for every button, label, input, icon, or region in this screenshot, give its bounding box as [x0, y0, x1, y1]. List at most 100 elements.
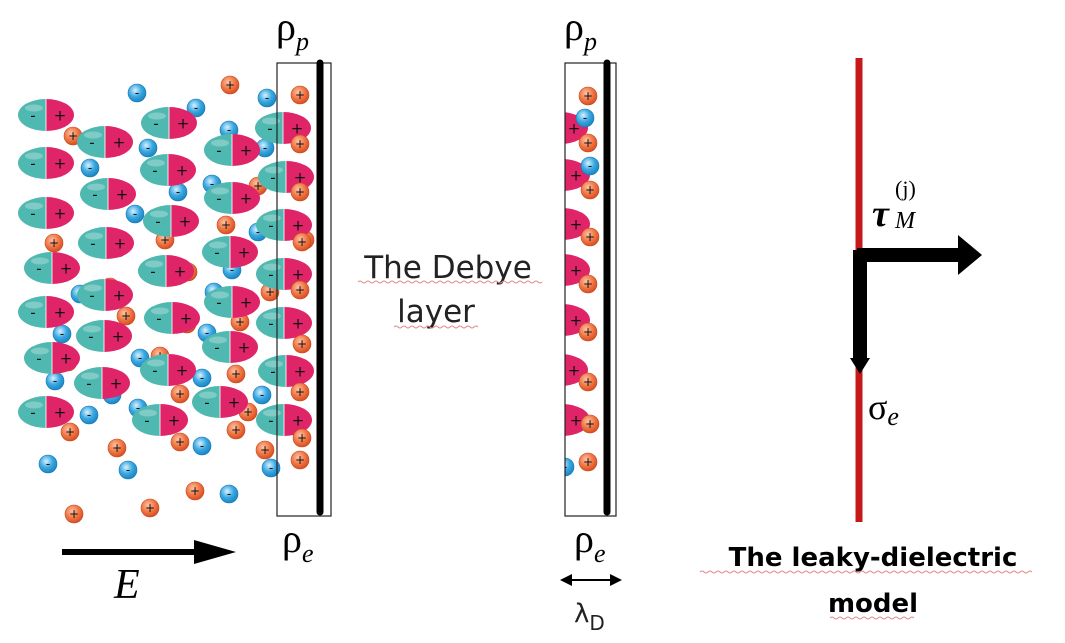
dipole: -+	[24, 252, 80, 284]
cation: +	[116, 306, 136, 326]
cation: +	[185, 481, 205, 501]
anion: -	[186, 98, 206, 118]
dipole: -+	[204, 134, 260, 166]
svg-text:-: -	[268, 216, 273, 234]
anion: -	[138, 138, 158, 158]
dipole: -+	[18, 296, 74, 328]
svg-text:+: +	[175, 435, 185, 449]
svg-text:+: +	[295, 283, 305, 297]
svg-text:-: -	[36, 349, 41, 367]
svg-text:+: +	[160, 233, 170, 247]
svg-text:-: -	[150, 262, 155, 280]
rho-p-left-label: ρp	[276, 4, 309, 56]
cation: +	[44, 233, 64, 253]
rho-p-mid-label: ρp	[564, 4, 597, 56]
debye-caption-line1: The Debye	[363, 250, 532, 286]
anion: -	[38, 454, 58, 474]
svg-text:-: -	[210, 177, 214, 191]
anion: -	[127, 83, 147, 103]
svg-text:+: +	[240, 141, 253, 159]
svg-text:-: -	[270, 362, 275, 380]
svg-text:-: -	[30, 403, 35, 421]
svg-text:-: -	[546, 166, 551, 184]
svg-text:+: +	[295, 385, 305, 399]
cation: +	[580, 227, 600, 247]
middle-electrode	[564, 59, 617, 517]
cation: +	[578, 452, 598, 472]
svg-text:+: +	[570, 166, 583, 184]
svg-text:+: +	[68, 129, 78, 143]
svg-text:-: -	[588, 159, 592, 173]
svg-text:-: -	[89, 286, 94, 304]
svg-text:-: -	[146, 141, 150, 155]
left-debye-box	[276, 62, 332, 517]
svg-text:+: +	[260, 443, 270, 457]
svg-text:+: +	[585, 417, 595, 431]
svg-text:-: -	[270, 168, 275, 186]
svg-text:-: -	[152, 361, 157, 379]
svg-text:+: +	[265, 285, 275, 299]
svg-text:+: +	[295, 137, 305, 151]
svg-text:+: +	[570, 411, 583, 429]
left-electrode	[276, 59, 332, 517]
svg-text:-: -	[216, 293, 221, 311]
svg-text:-: -	[214, 243, 219, 261]
svg-text:+: +	[113, 133, 126, 151]
cation: +	[580, 180, 600, 200]
anion: -	[575, 108, 595, 128]
svg-text:-: -	[563, 460, 567, 474]
svg-text:-: -	[133, 207, 137, 221]
sigma-label: σe	[868, 387, 899, 431]
svg-text:+: +	[176, 361, 189, 379]
svg-text:+: +	[190, 484, 200, 498]
spellcheck-underline	[699, 570, 1033, 574]
svg-text:-: -	[86, 374, 91, 392]
spellcheck-underline	[829, 616, 915, 620]
sigma-arrow	[850, 250, 870, 374]
svg-text:-: -	[53, 374, 57, 388]
dipole: -+	[80, 178, 136, 210]
svg-text:+: +	[583, 455, 593, 469]
anion: -	[563, 457, 575, 477]
svg-text:-: -	[263, 141, 267, 155]
svg-text:+: +	[291, 119, 304, 137]
svg-text:-: -	[268, 314, 273, 332]
cation: +	[226, 420, 246, 440]
svg-text:-: -	[135, 86, 139, 100]
anion: -	[219, 484, 239, 504]
svg-text:+: +	[295, 88, 305, 102]
svg-text:+: +	[180, 309, 193, 327]
cation: +	[64, 504, 84, 524]
svg-text:+: +	[176, 161, 189, 179]
svg-text:-: -	[260, 388, 264, 402]
dipole: -+	[74, 367, 130, 399]
svg-text:-: -	[30, 106, 35, 124]
svg-text:-: -	[216, 189, 221, 207]
svg-text:-: -	[156, 309, 161, 327]
svg-text:+: +	[231, 423, 241, 437]
dipole: -+	[77, 126, 133, 158]
anion: -	[192, 368, 212, 388]
svg-text:-: -	[87, 408, 91, 422]
cation: +	[292, 334, 312, 354]
svg-text:+: +	[221, 218, 231, 232]
svg-text:-: -	[546, 311, 551, 329]
svg-text:+: +	[54, 204, 67, 222]
svg-text:+: +	[297, 337, 307, 351]
svg-text:-: -	[205, 326, 209, 340]
dipole: -+	[18, 147, 74, 179]
svg-text:+: +	[168, 411, 181, 429]
anion: -	[125, 204, 145, 224]
anion: -	[192, 436, 212, 456]
svg-text:+: +	[114, 234, 127, 252]
svg-text:-: -	[214, 338, 219, 356]
svg-text:-: -	[155, 212, 160, 230]
spellcheck-underline	[357, 280, 543, 284]
svg-text:+: +	[297, 431, 307, 445]
svg-text:+: +	[228, 393, 241, 411]
dipole: -+	[258, 355, 314, 387]
svg-text:+: +	[231, 367, 241, 381]
svg-text:-: -	[268, 411, 273, 429]
debye-length-arrow	[560, 574, 622, 586]
svg-text:-: -	[153, 114, 158, 132]
